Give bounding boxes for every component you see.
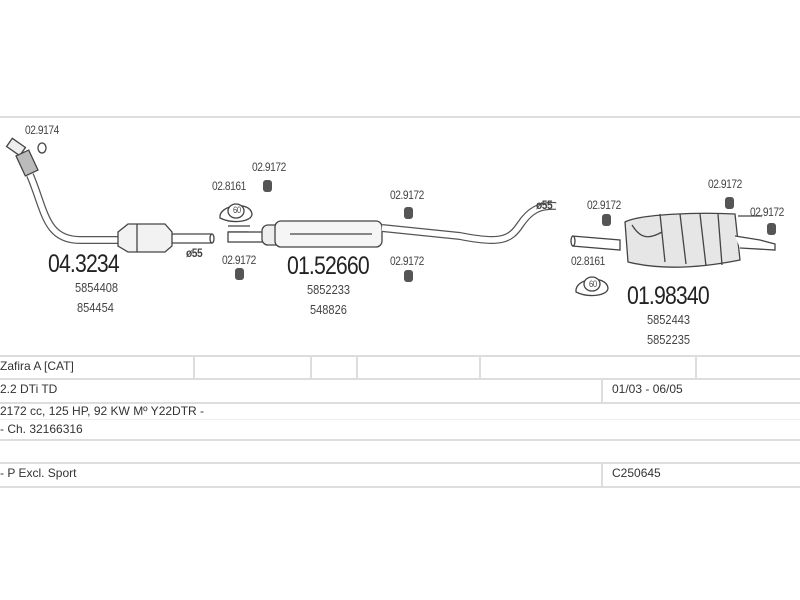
hanger-icons [235, 180, 776, 282]
front-pipe-drawing [5, 137, 215, 253]
catalog-code: C250645 [612, 466, 661, 480]
rear-muffler-part-number: 01.98340 [627, 282, 710, 310]
rear-muffler-drawing [570, 212, 776, 268]
rear-muffler-oe-2: 5852235 [647, 332, 691, 347]
vehicle-model: Zafira A [CAT] [0, 359, 74, 373]
engine: 2.2 DTi TD [0, 382, 58, 396]
front-pipe-oe-1: 5854408 [75, 280, 119, 295]
hanger-part-number: 02.9172 [390, 188, 424, 202]
seal-part-number: 02.9174 [25, 123, 59, 137]
variant: - P Excl. Sport [0, 466, 77, 480]
clamp-size: 60 [233, 205, 241, 215]
rear-muffler-oe-1: 5852443 [647, 312, 691, 327]
front-pipe-oe-2: 854454 [77, 300, 114, 315]
chassis-number: - Ch. 32166316 [0, 422, 83, 436]
engine-specs: 2172 cc, 125 HP, 92 KW Mº Y22DTR - [0, 404, 205, 418]
exhaust-system-drawing [5, 137, 776, 297]
clamp-part-number: 02.8161 [571, 254, 605, 268]
divider [0, 116, 800, 118]
clamp-icon [575, 276, 609, 297]
middle-muffler-oe-1: 5852233 [307, 282, 351, 297]
front-pipe-part-number: 04.3234 [48, 250, 120, 278]
diameter-label: ø55 [186, 246, 203, 260]
middle-muffler-drawing [227, 201, 557, 248]
hanger-part-number: 02.9172 [708, 177, 742, 191]
hanger-part-number: 02.9172 [252, 160, 286, 174]
seal-ring-icon [37, 142, 47, 154]
clamp-part-number: 02.8161 [212, 179, 246, 193]
production-years: 01/03 - 06/05 [612, 382, 683, 396]
diameter-label: ø55 [536, 198, 553, 212]
hanger-part-number: 02.9172 [390, 254, 424, 268]
hanger-part-number: 02.9172 [587, 198, 621, 212]
middle-muffler-oe-2: 548826 [310, 302, 347, 317]
clamp-size: 60 [589, 279, 597, 289]
hanger-part-number: 02.9172 [750, 205, 784, 219]
hanger-part-number: 02.9172 [222, 253, 256, 267]
middle-muffler-part-number: 01.52660 [287, 252, 370, 280]
clamp-icon [219, 203, 253, 223]
